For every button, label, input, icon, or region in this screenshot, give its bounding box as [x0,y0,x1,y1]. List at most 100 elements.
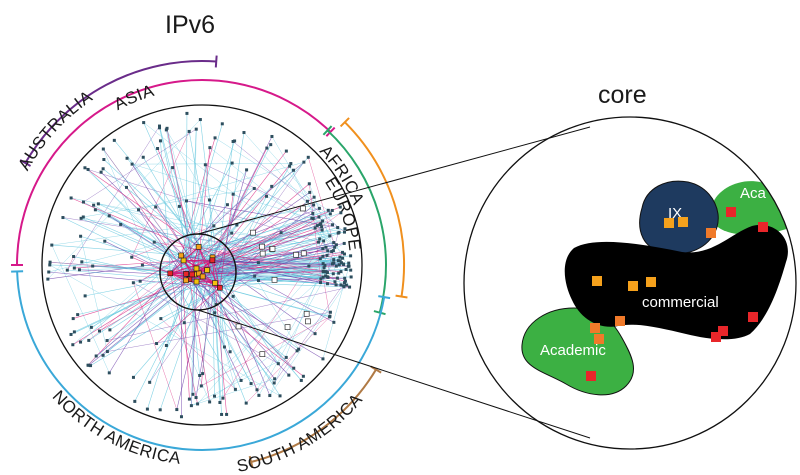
graph-node [69,196,73,200]
graph-edge [156,287,220,344]
graph-edge [212,206,341,258]
graph-edge [192,278,322,395]
graph-edge [183,170,294,261]
core-zoom-node [586,371,596,381]
graph-node [338,205,342,209]
core-zoom-node [718,326,728,336]
graph-node [308,190,312,194]
graph-edge [133,282,178,410]
graph-node [79,216,83,220]
graph-node [347,261,351,265]
graph-node [253,274,257,278]
graph-edge [181,255,328,273]
graph-node [270,184,274,188]
graph-node [342,230,346,234]
highlighted-node [300,205,306,212]
core-node [167,270,174,277]
graph-edge [196,147,211,282]
graph-edge [214,137,329,211]
graph-edge [189,279,201,376]
graph-node [312,203,316,207]
graph-node [326,275,330,279]
graph-node [198,373,202,377]
graph-node [334,283,338,287]
graph-node [155,342,159,346]
graph-node [336,259,340,263]
graph-node [342,284,346,288]
graph-node [191,392,195,396]
graph-node [320,228,324,232]
graph-node [182,321,186,325]
graph-edge [170,220,323,274]
graph-node [171,166,175,170]
graph-node [287,373,291,377]
graph-node [199,384,203,388]
core-zoom-node [664,218,674,228]
graph-node [158,408,162,412]
graph-node [306,155,310,159]
graph-node [292,366,296,370]
graph-node [65,268,69,272]
graph-edge [74,273,200,333]
graph-edge [134,273,200,402]
graph-node [228,350,232,354]
graph-node [249,382,253,386]
graph-node [270,134,274,138]
graph-edge [194,274,275,379]
graph-node [349,254,353,258]
graph-edge [232,169,247,195]
graph-node [231,294,235,298]
graph-node [72,266,76,270]
graph-node [257,393,261,397]
graph-edge [196,232,282,282]
graph-edge [67,269,186,281]
highlighted-node [235,323,242,330]
graph-node [325,282,329,286]
core-edge [198,246,208,271]
graph-node [86,167,90,171]
graph-node [221,396,225,400]
graph-edge [181,255,336,283]
graph-node [93,208,97,212]
graph-edge [202,276,328,285]
graph-edge [198,227,316,248]
core-node [189,271,195,278]
graph-node [332,258,336,262]
graph-node [177,204,181,208]
graph-node [339,211,343,215]
graph-edge [83,128,197,203]
graph-node [316,240,320,244]
graph-node [337,271,341,275]
graph-node [131,281,135,285]
graph-node [94,354,98,358]
graph-edge [181,188,255,256]
graph-node [333,245,337,249]
graph-edge [191,378,275,406]
graph-node [324,274,328,278]
graph-node [315,224,319,228]
graph-node [295,349,299,353]
graph-edge [180,255,190,400]
graph-node [339,261,343,265]
graph-node [212,394,216,398]
graph-node [152,240,156,244]
graph-node [208,400,212,404]
graph-node [333,280,337,284]
graph-node [307,182,311,186]
graph-node [313,332,317,336]
graph-node [198,118,202,122]
graph-node [284,355,288,359]
graph-edge [219,196,267,288]
graph-node [331,223,335,227]
graph-node [225,412,229,416]
graph-node [341,262,345,266]
graph-node [245,168,249,172]
graph-node [81,200,85,204]
graph-edge [133,257,213,284]
graph-node [330,262,334,266]
graph-edge [185,272,339,281]
graph-edge [219,287,224,399]
graph-node [79,340,83,344]
graph-node [305,199,309,203]
graph-node [311,211,315,215]
